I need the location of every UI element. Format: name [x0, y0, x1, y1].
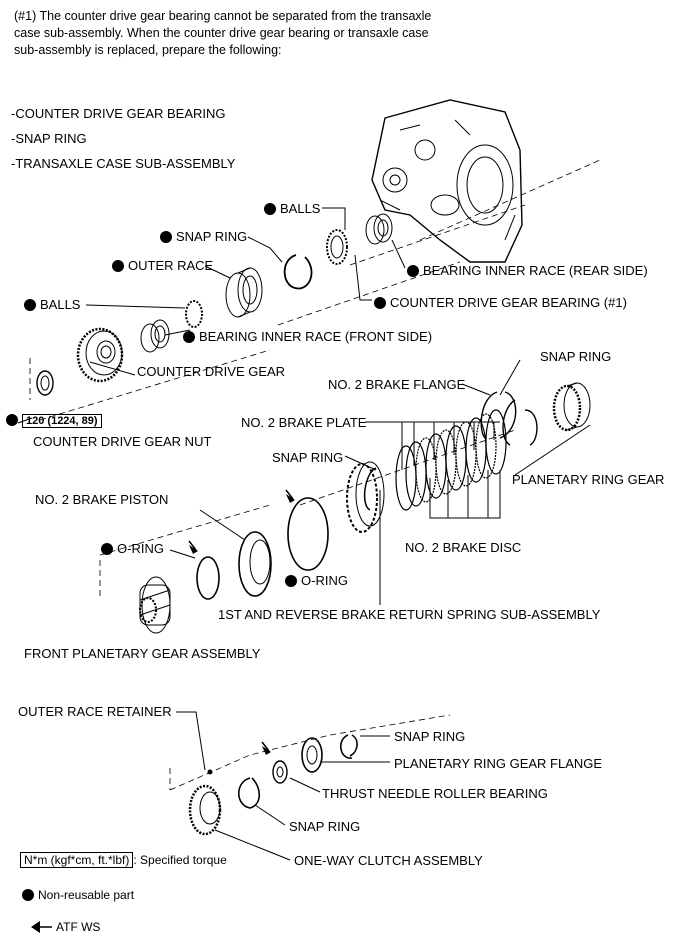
label-return-spring: 1ST AND REVERSE BRAKE RETURN SPRING SUB-…	[218, 607, 601, 622]
non-reusable-icon	[264, 203, 276, 215]
label-snap-ring-lower: SNAP RING	[289, 819, 361, 834]
one-way-clutch	[188, 784, 222, 836]
balls-front	[185, 300, 203, 328]
non-reusable-icon	[22, 889, 34, 901]
planetary-ring-gear	[552, 382, 591, 432]
bearing-note: (#1) The counter drive gear bearing cann…	[14, 9, 432, 57]
label-no2-brake-plate: NO. 2 BRAKE PLATE	[241, 415, 367, 430]
label-snap-ring-upper: SNAP RING	[160, 229, 247, 245]
non-reusable-icon	[6, 414, 18, 426]
legend-non-reusable: Non-reusable part	[22, 887, 134, 903]
non-reusable-icon	[101, 543, 113, 555]
bearing-inner-race-front	[140, 319, 170, 353]
label-no2-brake-piston: NO. 2 BRAKE PISTON	[35, 492, 169, 507]
label-outer-race: OUTER RACE	[112, 258, 213, 274]
return-spring	[346, 461, 385, 533]
balls-rear	[326, 229, 348, 265]
non-reusable-icon	[407, 265, 419, 277]
no2-brake-pack	[395, 391, 538, 511]
legend-atf-ws: ATF WS	[56, 920, 101, 934]
label-o-ring-small: O-RING	[101, 541, 164, 557]
front-planetary-gear	[139, 576, 171, 634]
prep-item-snap-ring: -SNAP RING	[11, 131, 87, 146]
label-counter-drive-gear-nut: COUNTER DRIVE GEAR NUT	[33, 434, 212, 449]
non-reusable-icon	[160, 231, 172, 243]
label-counter-drive-gear: COUNTER DRIVE GEAR	[137, 364, 286, 379]
snap-ring-middle	[363, 467, 377, 511]
non-reusable-icon	[112, 260, 124, 272]
label-balls-rear: BALLS	[264, 201, 320, 217]
torque-value-box: 120 (1224, 89)	[22, 414, 102, 428]
outer-race	[225, 267, 263, 318]
label-counter-drive-gear-bearing: COUNTER DRIVE GEAR BEARING (#1)	[374, 295, 627, 311]
legend-torque-box: N*m (kgf*cm, ft.*lbf)	[20, 852, 134, 868]
legend-torque: N*m (kgf*cm, ft.*lbf): Specified torque	[20, 852, 227, 868]
snap-ring-upper	[283, 254, 313, 290]
label-one-way-clutch: ONE-WAY CLUTCH ASSEMBLY	[294, 853, 483, 868]
label-bearing-inner-race-front: BEARING INNER RACE (FRONT SIDE)	[183, 329, 432, 345]
prep-item-case: -TRANSAXLE CASE SUB-ASSEMBLY	[11, 156, 236, 171]
label-snap-ring-lower-top: SNAP RING	[394, 729, 466, 744]
counter-drive-gear-nut	[36, 370, 54, 396]
o-ring-small	[196, 556, 220, 600]
o-ring-large	[287, 497, 329, 571]
label-planetary-ring-gear: PLANETARY RING GEAR	[512, 472, 665, 487]
bearing-inner-race-rear	[365, 213, 393, 245]
label-outer-race-retainer: OUTER RACE RETAINER	[18, 704, 172, 719]
transaxle-case	[371, 99, 523, 263]
non-reusable-icon	[374, 297, 386, 309]
label-no2-brake-disc: NO. 2 BRAKE DISC	[405, 540, 522, 555]
label-torque-nut: 120 (1224, 89)	[6, 412, 102, 429]
label-bearing-inner-race-rear: BEARING INNER RACE (REAR SIDE)	[407, 263, 648, 279]
no2-brake-piston	[238, 531, 272, 597]
label-snap-ring-right: SNAP RING	[540, 349, 612, 364]
counter-drive-gear	[76, 327, 124, 383]
non-reusable-icon	[24, 299, 36, 311]
label-no2-brake-flange: NO. 2 BRAKE FLANGE	[328, 377, 466, 392]
label-thrust-needle-roller-bearing: THRUST NEEDLE ROLLER BEARING	[322, 786, 548, 801]
label-planetary-ring-gear-flange: PLANETARY RING GEAR FLANGE	[394, 756, 603, 771]
outer-race-retainer	[207, 769, 213, 775]
non-reusable-icon	[285, 575, 297, 587]
non-reusable-icon	[183, 331, 195, 343]
label-o-ring-large: O-RING	[285, 573, 348, 589]
thrust-needle-roller-bearing	[272, 760, 288, 784]
label-front-planetary-gear: FRONT PLANETARY GEAR ASSEMBLY	[24, 646, 261, 661]
snap-ring-lower-top	[340, 734, 358, 759]
prep-item-bearing: -COUNTER DRIVE GEAR BEARING	[11, 106, 226, 121]
atf-ws-arrows	[31, 490, 295, 933]
label-balls-front: BALLS	[24, 297, 80, 313]
snap-ring-lower	[237, 777, 261, 809]
label-snap-ring-middle: SNAP RING	[272, 450, 344, 465]
planetary-ring-gear-flange	[301, 737, 323, 773]
